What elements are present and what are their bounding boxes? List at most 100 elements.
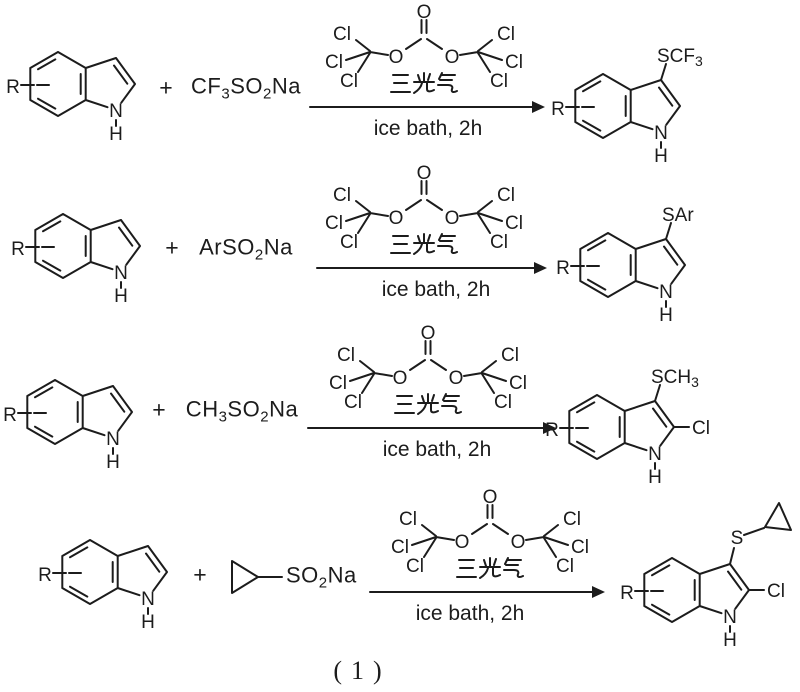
- substituent-subscript: 3: [695, 53, 703, 69]
- c3-substituent-bond: [654, 384, 661, 402]
- chlorine-label: Cl: [509, 373, 527, 394]
- chlorine-label: Cl: [333, 24, 351, 45]
- nitrogen-label: N: [109, 101, 123, 122]
- r-group-label: R: [551, 99, 565, 120]
- chlorine-label: Cl: [497, 24, 515, 45]
- chlorine-label: Cl: [337, 345, 355, 366]
- substituent-3-label: S: [731, 528, 744, 549]
- formula-part: CF: [191, 73, 222, 99]
- r-group-label: R: [545, 420, 559, 441]
- chlorine-label: Cl: [344, 392, 362, 413]
- substituent-subscript: 3: [691, 374, 699, 390]
- chlorine-label: Cl: [501, 345, 519, 366]
- carbonyl-oxygen-label: O: [417, 163, 432, 184]
- reaction-arrow-1: [309, 101, 545, 113]
- formula-part: Na: [269, 396, 299, 422]
- formula-part: ArSO: [199, 234, 255, 260]
- ester-oxygen-label: O: [511, 532, 526, 553]
- triphosgene-structure-2: O O O Cl Cl Cl Cl Cl Cl: [325, 163, 523, 255]
- cyclopropyl-group: [231, 560, 283, 594]
- chlorine-label: Cl: [406, 556, 424, 577]
- reaction-conditions: ice bath, 2h: [415, 602, 525, 625]
- reactant-indole-1: R N H: [6, 51, 136, 145]
- carbonyl-oxygen-label: O: [421, 323, 436, 344]
- r-group-label: R: [556, 258, 570, 279]
- sulfinate-formula-2: ArSO2Na: [199, 234, 293, 263]
- formula-subscript: 2: [318, 574, 328, 592]
- nh-hydrogen-label: H: [114, 286, 128, 307]
- chlorine-label: Cl: [333, 185, 351, 206]
- carbonyl-oxygen-label: O: [483, 487, 498, 508]
- chlorine-label: Cl: [391, 537, 409, 558]
- chlorine-label: Cl: [563, 509, 581, 530]
- nh-hydrogen-label: H: [109, 124, 123, 145]
- ester-oxygen-label: O: [445, 208, 460, 229]
- figure-number: (1): [333, 656, 391, 685]
- substituent-2-label: Cl: [692, 418, 710, 439]
- reaction-arrow-2: [316, 262, 547, 274]
- chlorine-label: Cl: [505, 52, 523, 73]
- substituent-main: SCH: [651, 367, 691, 388]
- chlorine-label: Cl: [494, 392, 512, 413]
- ester-oxygen-label: O: [389, 208, 404, 229]
- substituent-2-label: Cl: [767, 581, 785, 602]
- plus-sign: +: [165, 234, 179, 261]
- c3-substituent-bond: [729, 547, 735, 565]
- chlorine-label: Cl: [490, 232, 508, 253]
- triphosgene-structure-4: O O O Cl Cl Cl Cl Cl Cl: [391, 487, 589, 579]
- formula-subscript: 2: [263, 85, 272, 103]
- formula-subscript: 3: [218, 408, 228, 426]
- triphosgene-chinese-label: [390, 233, 458, 255]
- nitrogen-label: N: [141, 589, 155, 610]
- formula-subscript: 2: [260, 408, 270, 426]
- nh-hydrogen-label: H: [141, 612, 155, 633]
- substituent-main: SCF: [657, 46, 695, 67]
- product-indole-3: R N H SCH3 Cl: [545, 367, 710, 488]
- sulfur-cyclopropyl-bond: [743, 527, 765, 536]
- product-indole-1: R N H SCF3: [551, 46, 703, 167]
- reactant-indole-4: R N H: [38, 539, 168, 633]
- ester-oxygen-label: O: [455, 532, 470, 553]
- reaction-arrow-3: [307, 422, 556, 434]
- chlorine-label: Cl: [399, 509, 417, 530]
- r-group-label: R: [6, 77, 20, 98]
- chlorine-label: Cl: [325, 213, 343, 234]
- nitrogen-label: N: [659, 282, 673, 303]
- formula-part: Na: [263, 234, 293, 260]
- nitrogen-label: N: [654, 123, 668, 144]
- formula-part: Na: [327, 562, 357, 588]
- nh-hydrogen-label: H: [659, 305, 673, 326]
- triphosgene-chinese-label: [390, 72, 458, 94]
- sulfinate-formula-4: SO2Na: [286, 562, 357, 591]
- product-indole-4: R N H S Cl: [620, 502, 792, 651]
- formula-subscript: 3: [221, 85, 231, 103]
- nitrogen-label: N: [723, 607, 737, 628]
- ester-oxygen-label: O: [445, 47, 460, 68]
- sulfinate-formula-1: CF3SO2Na: [191, 73, 301, 102]
- nitrogen-label: N: [106, 429, 120, 450]
- chlorine-label: Cl: [556, 556, 574, 577]
- reactant-indole-3: R N H: [3, 379, 133, 473]
- substituent-3-label: SCH3: [651, 367, 699, 390]
- substituent-main: SAr: [662, 205, 694, 226]
- nh-hydrogen-label: H: [106, 452, 120, 473]
- nitrogen-label: N: [114, 263, 128, 284]
- chlorine-label: Cl: [490, 71, 508, 92]
- reactant-indole-2: R N H: [11, 213, 141, 307]
- nitrogen-label: N: [648, 444, 662, 465]
- sulfinate-formula-3: CH3SO2Na: [186, 396, 298, 425]
- c3-substituent-bond: [665, 222, 672, 240]
- c3-substituent-bond: [660, 63, 667, 81]
- cyclopropyl-ring: [764, 502, 792, 531]
- formula-part: SO: [227, 396, 261, 422]
- formula-part: CH: [185, 396, 219, 422]
- triphosgene-skeleton: [411, 504, 569, 558]
- ester-oxygen-label: O: [393, 368, 408, 389]
- substituent-3-label: SCF3: [657, 46, 703, 69]
- r-group-label: R: [620, 583, 634, 604]
- nh-hydrogen-label: H: [648, 467, 662, 488]
- reaction-arrow-4: [369, 586, 605, 598]
- chlorine-label: Cl: [497, 185, 515, 206]
- chlorine-label: Cl: [505, 213, 523, 234]
